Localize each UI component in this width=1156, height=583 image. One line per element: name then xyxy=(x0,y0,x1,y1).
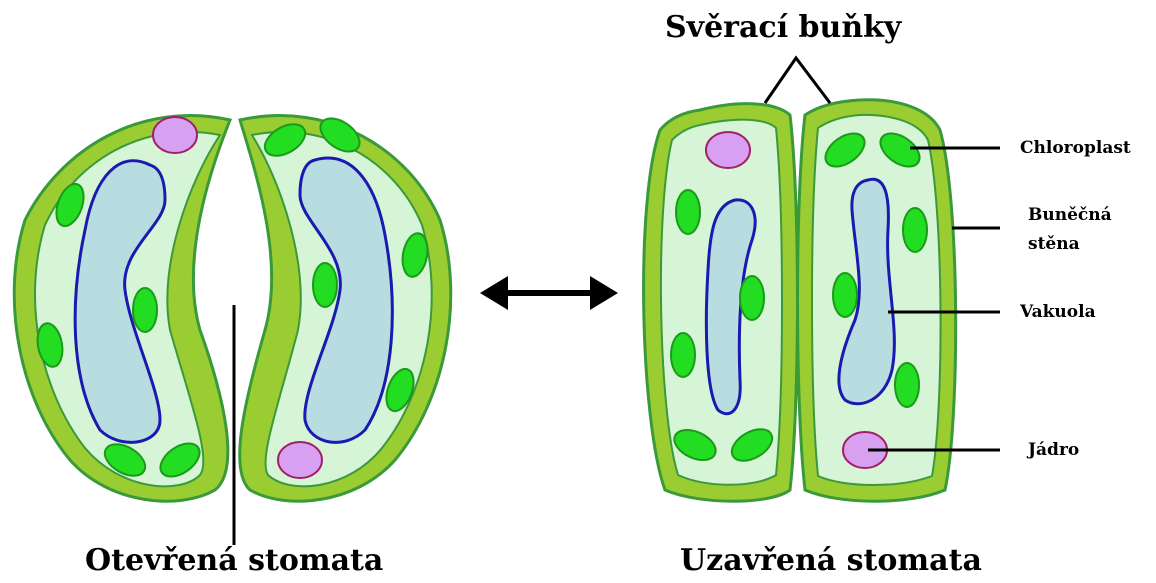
nucleus xyxy=(153,117,197,153)
cell-wall-label-line1: Buněčná xyxy=(1028,203,1112,227)
chloroplast xyxy=(671,333,695,377)
guard-cells-title: Svěrací buňky xyxy=(665,10,901,45)
double-headed-arrow-icon xyxy=(480,276,618,310)
chloroplast xyxy=(313,263,337,307)
open-right-guard-cell xyxy=(240,112,451,501)
guard-cells-pointer xyxy=(765,58,830,103)
chloroplast xyxy=(903,208,927,252)
chloroplast xyxy=(740,276,764,320)
nucleus xyxy=(706,132,750,168)
closed-right-guard-cell xyxy=(798,100,956,501)
cell-wall-label-line2: stěna xyxy=(1028,232,1080,256)
closed-stoma-caption: Uzavřená stomata xyxy=(680,543,982,578)
nucleus-label: Jádro xyxy=(1028,438,1079,462)
open-stoma-caption: Otevřená stomata xyxy=(85,543,383,578)
chloroplast xyxy=(133,288,157,332)
chloroplast xyxy=(833,273,857,317)
open-left-guard-cell xyxy=(14,116,230,502)
closed-left-guard-cell xyxy=(644,104,798,502)
nucleus xyxy=(278,442,322,478)
vacuole-label: Vakuola xyxy=(1020,300,1096,324)
chloroplast xyxy=(676,190,700,234)
chloroplast-label: Chloroplast xyxy=(1020,136,1131,160)
chloroplast xyxy=(895,363,919,407)
closed-stoma xyxy=(644,58,1000,501)
open-stoma xyxy=(14,112,451,545)
